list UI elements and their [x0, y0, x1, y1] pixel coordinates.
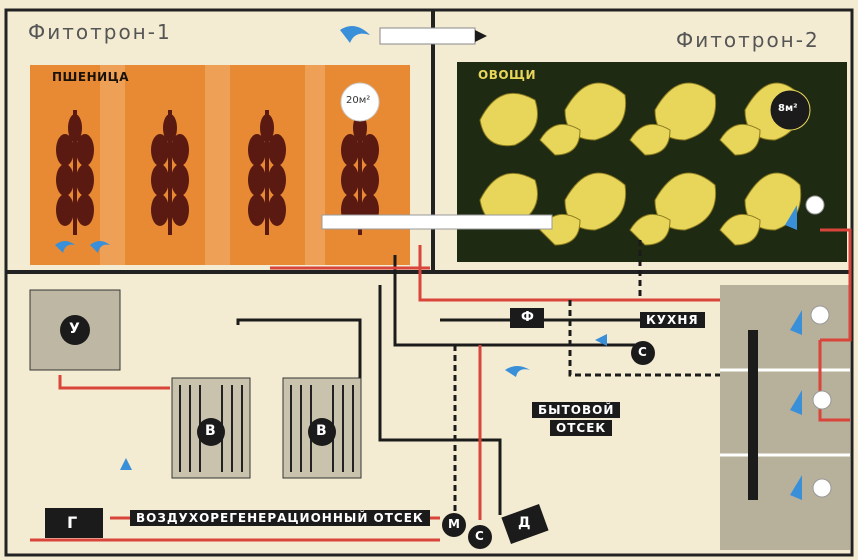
- s2-circle: [468, 525, 492, 549]
- s-circle: [631, 341, 655, 365]
- area-badge-2-text: 8м²: [778, 103, 798, 114]
- unit-g: Г: [67, 513, 78, 532]
- flow-arrows: [55, 205, 802, 500]
- outer-frame: [4, 8, 854, 557]
- unit-u: У: [69, 321, 80, 337]
- unit-v2: В: [316, 423, 327, 439]
- kitchen-label: КУХНЯ: [640, 312, 705, 328]
- unit-s: С: [638, 345, 647, 359]
- phytotron-2-title: Фитотрон-2: [676, 28, 820, 52]
- radiators: [171, 377, 362, 479]
- m-circle: [442, 513, 466, 537]
- living-label-line1: БЫТОВОЙ: [532, 402, 621, 418]
- wheat-ears: [56, 110, 379, 235]
- unit-d: Д: [518, 515, 531, 531]
- storage-column: [720, 285, 850, 550]
- valves: [805, 195, 832, 498]
- wheat-label: ПШЕНИЦА: [52, 70, 130, 84]
- unit-f: Ф: [521, 310, 534, 325]
- area-badge-1: [340, 82, 380, 122]
- air-duct: [379, 27, 476, 45]
- f-tag: [510, 308, 544, 328]
- air-regen-label: ВОЗДУХОРЕГЕНЕРАЦИОННЫЙ ОТСЕК: [130, 510, 430, 526]
- d-tag: [501, 504, 549, 544]
- unit-m: М: [448, 517, 460, 531]
- phytotron-1-title: Фитотрон-1: [28, 20, 172, 44]
- vegetables-label: ОВОЩИ: [478, 68, 536, 82]
- vegetable-leaves: [479, 82, 802, 246]
- rail: [321, 214, 553, 230]
- unit-s2: С: [475, 529, 484, 543]
- living-label-line2: ОТСЕК: [550, 420, 613, 436]
- area-badge-2: [769, 89, 811, 131]
- unit-v1: В: [205, 423, 216, 439]
- area-badge-1-text: 20м²: [346, 95, 371, 106]
- g-tag: [45, 508, 103, 538]
